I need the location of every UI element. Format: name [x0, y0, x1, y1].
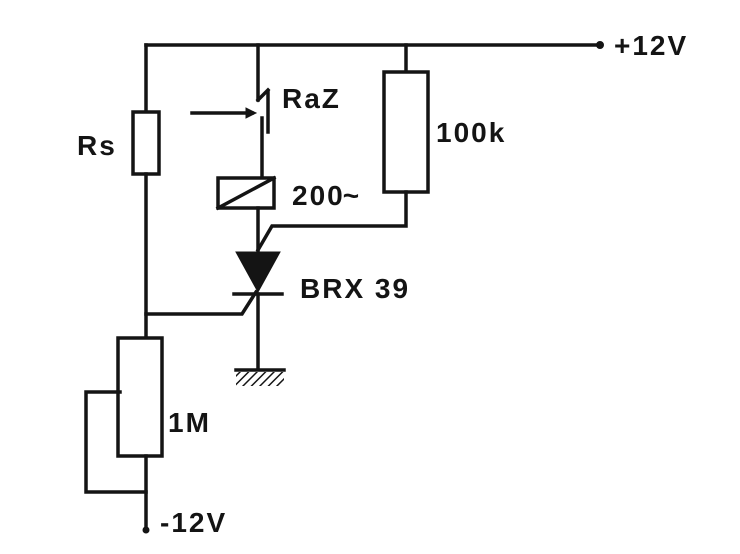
- thyristor-brx39: [232, 206, 284, 370]
- thyristor-label: BRX 39: [300, 273, 410, 304]
- relay-label: 200~: [292, 180, 361, 211]
- potentiometer-1m: [84, 336, 164, 534]
- switch-label: RaZ: [282, 83, 341, 114]
- positive-supply-label: +12V: [614, 30, 688, 61]
- switch-branch: [190, 43, 271, 180]
- positive-rail: [144, 41, 604, 49]
- gate-wire: [144, 289, 259, 316]
- rs-label: Rs: [77, 130, 117, 161]
- resistor-100k: [382, 70, 430, 194]
- negative-supply-label: -12V: [160, 507, 227, 538]
- relay-200: [215, 175, 277, 211]
- potentiometer-label: 1M: [168, 407, 211, 438]
- rs-resistor: [131, 110, 161, 176]
- resistor-100k-label: 100k: [436, 117, 506, 148]
- ground-symbol: [234, 368, 286, 386]
- rs-branch: [131, 43, 161, 340]
- resistor-100k-branch: [255, 43, 430, 253]
